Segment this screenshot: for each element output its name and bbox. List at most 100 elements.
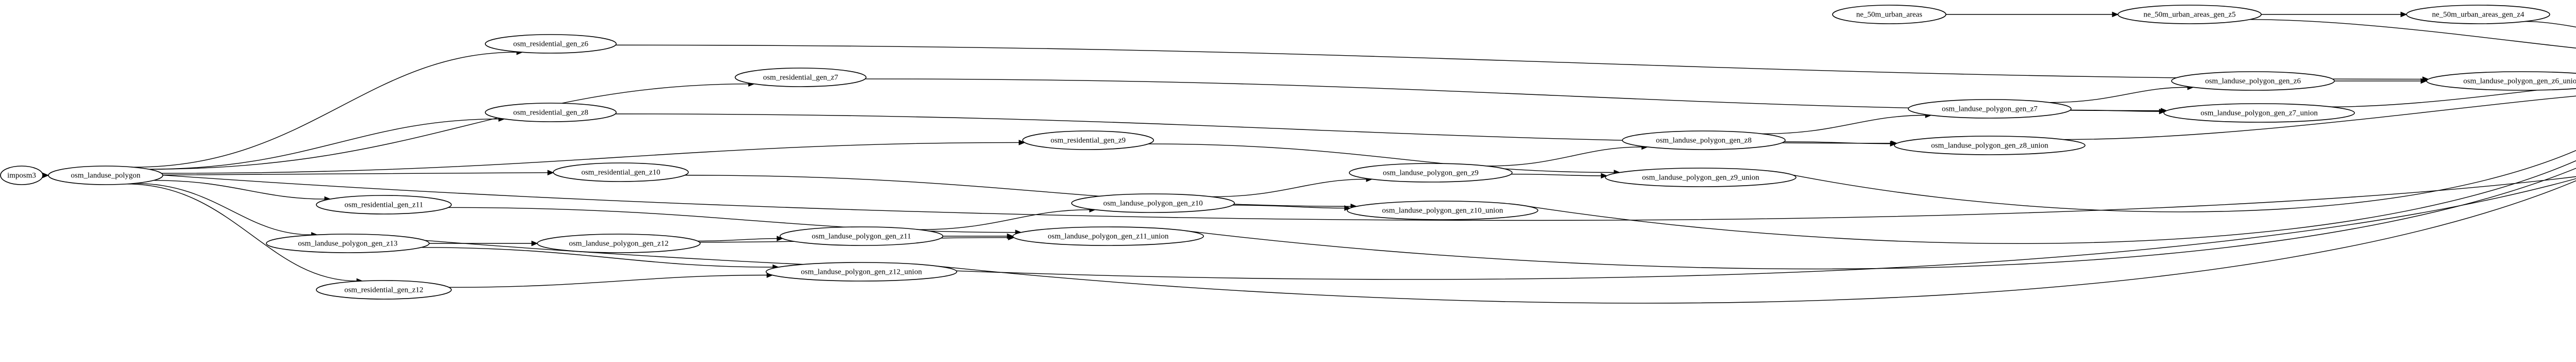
node-shape-osm_landuse_polygon_gen_z12_union[interactable] [766,262,957,282]
edge-osm_residential_gen_z11-to-osm_landuse_polygon_gen_z11_union [448,207,1016,233]
graph-node-osm_residential_gen_z12[interactable]: osm_residential_gen_z12 [316,280,452,300]
node-shape-ne_50m_urban_areas[interactable] [1832,5,1946,24]
node-shape-ne_50m_urban_areas_gen_z5[interactable] [2117,5,2262,24]
edge-osm_landuse_polygon_gen_z11-to-osm_landuse_polygon_gen_z10 [919,209,1090,231]
graph-node-osm_landuse_polygon_gen_z10[interactable]: osm_landuse_polygon_gen_z10 [1071,193,1235,213]
graph-node-osm_landuse_polygon_gen_z11[interactable]: osm_landuse_polygon_gen_z11 [779,226,943,246]
edge-osm_landuse_polygon_gen_z9-to-osm_landuse_polygon_gen_z9_union [1511,173,1601,176]
edge-osm_residential_gen_z9-to-osm_landuse_polygon_gen_z9_union [1148,143,1614,173]
graph-node-osm_landuse_polygon[interactable]: osm_landuse_polygon [48,166,163,185]
node-shape-osm_residential_gen_z6[interactable] [485,34,617,54]
edge-osm_landuse_polygon-to-osm_residential_gen_z9-arrowhead [1019,140,1026,145]
edge-osm_landuse_polygon_gen_z8_union-to-table-z8 [2063,95,2576,140]
graph-node-osm_landuse_polygon_gen_z8[interactable]: osm_landuse_polygon_gen_z8 [1622,130,1786,150]
graph-node-osm_landuse_polygon_gen_z11_union[interactable]: osm_landuse_polygon_gen_z11_union [1012,226,1204,246]
node-shape-osm_residential_gen_z12[interactable] [316,280,452,300]
node-shape-osm_landuse_polygon_gen_z11[interactable] [779,226,943,246]
node-shape-osm_landuse_polygon_gen_z6_union[interactable] [2426,71,2576,91]
edge-osm_landuse_polygon_gen_z7-to-osm_landuse_polygon_gen_z6 [2049,87,2188,103]
node-shape-osm_landuse_polygon_gen_z9_union[interactable] [1605,168,1797,187]
edge-ne_50m_urban_areas_gen_z4-to-table-z4 [2525,21,2576,28]
node-shape-imposm3[interactable] [0,166,43,185]
graph-node-osm_landuse_polygon_gen_z9_union[interactable]: osm_landuse_polygon_gen_z9_union [1605,168,1797,187]
node-shape-osm_residential_gen_z8[interactable] [485,103,617,122]
edge-osm_landuse_polygon_gen_z11-to-osm_landuse_polygon_gen_z11_union-arrowhead [1007,233,1014,239]
node-shape-osm_landuse_polygon_gen_z12[interactable] [537,234,701,253]
edge-osm_landuse_polygon-to-osm_residential_gen_z10-arrowhead [547,170,554,176]
graph-node-osm_landuse_polygon_gen_z7_union[interactable]: osm_landuse_polygon_gen_z7_union [2163,103,2355,123]
edge-osm_landuse_polygon-to-osm_residential_gen_z6 [133,52,517,168]
graph-node-ne_50m_urban_areas_gen_z5[interactable]: ne_50m_urban_areas_gen_z5 [2117,5,2262,24]
edges-layer [42,11,2576,304]
edge-osm_landuse_polygon_gen_z12-to-osm_landuse_polygon_gen_z11-arrowhead [776,236,784,241]
edge-osm_landuse_polygon-to-osm_residential_gen_z10 [162,172,548,176]
edge-osm_residential_gen_z10-to-osm_landuse_polygon_gen_z10_union [685,175,1351,207]
graph-node-osm_residential_gen_z7[interactable]: osm_residential_gen_z7 [735,68,867,87]
edge-osm_landuse_polygon_gen_z10-to-osm_landuse_polygon_gen_z10_union [1232,205,1345,209]
node-shape-osm_landuse_polygon_gen_z7_union[interactable] [2163,103,2355,123]
graph-node-osm_landuse_polygon_gen_z8_union[interactable]: osm_landuse_polygon_gen_z8_union [1894,136,2086,155]
edge-imposm3-to-osm_landuse_polygon-arrowhead [42,172,49,178]
edge-osm_landuse_polygon_gen_z9-to-osm_landuse_polygon_gen_z9_union-arrowhead [1601,173,1608,179]
node-shape-osm_landuse_polygon_gen_z10_union[interactable] [1347,201,1538,220]
graph-node-osm_landuse_polygon_gen_z7[interactable]: osm_landuse_polygon_gen_z7 [1908,99,2072,119]
node-shape-osm_landuse_polygon_gen_z13[interactable] [266,234,430,253]
graph-node-osm_residential_gen_z9[interactable]: osm_residential_gen_z9 [1022,130,1154,150]
edge-osm_landuse_polygon-to-osm_residential_gen_z8 [148,119,499,170]
edge-ne_50m_urban_areas_gen_z5-to-table-z5 [2249,19,2576,49]
node-shape-osm_landuse_polygon_gen_z6[interactable] [2171,71,2335,91]
edge-osm_landuse_polygon_gen_z9-to-osm_landuse_polygon_gen_z8 [1487,146,1642,167]
graph-node-osm_residential_gen_z8[interactable]: osm_residential_gen_z8 [485,103,617,122]
edge-osm_residential_gen_z7-to-osm_landuse_polygon_gen_z7_union-arrowhead [2161,108,2167,113]
edge-osm_landuse_polygon_gen_z8-to-osm_landuse_polygon_gen_z7 [1762,114,1926,135]
node-shape-osm_residential_gen_z10[interactable] [553,162,689,182]
graph-node-osm_landuse_polygon_gen_z12[interactable]: osm_landuse_polygon_gen_z12 [537,234,701,253]
node-shape-osm_residential_gen_z7[interactable] [735,68,867,87]
graph-node-osm_residential_gen_z6[interactable]: osm_residential_gen_z6 [485,34,617,54]
node-shape-osm_residential_gen_z9[interactable] [1022,130,1154,150]
node-shape-osm_landuse_polygon_gen_z8_union[interactable] [1894,136,2086,155]
edge-osm_landuse_polygon-to-osm_residential_gen_z11 [154,180,325,200]
graph-node-ne_50m_urban_areas_gen_z4[interactable]: ne_50m_urban_areas_gen_z4 [2406,5,2550,24]
edge-osm_landuse_polygon-to-osm_residential_gen_z7 [148,83,749,170]
graph-node-osm_landuse_polygon_gen_z6_union[interactable]: osm_landuse_polygon_gen_z6_union [2426,71,2576,91]
edge-osm_landuse_polygon_gen_z10-to-osm_landuse_polygon_gen_z9 [1211,178,1367,198]
edge-osm_landuse_polygon-to-osm_landuse_polygon_gen_z13 [134,183,312,236]
node-shape-ne_50m_urban_areas_gen_z4[interactable] [2406,5,2550,24]
edge-osm_landuse_polygon-to-osm_residential_gen_z12 [126,184,357,282]
edge-osm_residential_gen_z8-to-osm_landuse_polygon_gen_z8_union-arrowhead [1891,140,1898,146]
nodes-layer: imposm3 osm_landuse_polygon osm_residentia… [0,5,2576,300]
node-shape-osm_landuse_polygon[interactable] [48,166,163,185]
graph-node-osm_landuse_polygon_gen_z12_union[interactable]: osm_landuse_polygon_gen_z12_union [766,262,957,282]
graph-node-osm_residential_gen_z10[interactable]: osm_residential_gen_z10 [553,162,689,182]
graph-node-ne_50m_urban_areas[interactable]: ne_50m_urban_areas [1832,5,1946,24]
edge-osm_residential_gen_z6-to-osm_landuse_polygon_gen_z6_union [615,44,2423,80]
node-shape-osm_landuse_polygon_gen_z10[interactable] [1071,193,1235,213]
graph-node-osm_landuse_polygon_gen_z6[interactable]: osm_landuse_polygon_gen_z6 [2171,71,2335,91]
graph-node-osm_landuse_polygon_gen_z13[interactable]: osm_landuse_polygon_gen_z13 [266,234,430,253]
graph-node-osm_residential_gen_z11[interactable]: osm_residential_gen_z11 [316,195,452,215]
edge-ne_50m_urban_areas_gen_z5-to-ne_50m_urban_areas_gen_z4-arrowhead [2400,11,2408,18]
edge-osm_landuse_polygon-to-osm_residential_gen_z9 [161,142,1019,174]
edge-osm_landuse_polygon-to-table-z14plus [162,174,2576,221]
edge-ne_50m_urban_areas-to-ne_50m_urban_areas_gen_z5-arrowhead [2112,11,2119,18]
edge-osm_landuse_polygon_gen_z13-to-osm_landuse_polygon_gen_z12-arrowhead [531,240,538,246]
node-shape-osm_landuse_polygon_gen_z7[interactable] [1908,99,2072,119]
edge-osm_landuse_polygon_gen_z12_union-to-table-z12 [938,180,2576,304]
edge-osm_landuse_polygon_gen_z10_union-to-table-z10 [1517,160,2576,244]
graph-node-osm_landuse_polygon_gen_z10_union[interactable]: osm_landuse_polygon_gen_z10_union [1347,201,1538,220]
node-shape-osm_landuse_polygon_gen_z8[interactable] [1622,130,1786,150]
edge-osm_landuse_polygon_gen_z11_union-to-table-z11 [1185,168,2576,270]
edge-osm_landuse_polygon_gen_z13-to-osm_landuse_polygon_gen_z12_union [421,247,773,268]
edge-osm_residential_gen_z12-to-osm_landuse_polygon_gen_z12_union [449,274,767,288]
node-shape-osm_residential_gen_z11[interactable] [316,195,452,215]
edge-osm_landuse_polygon_gen_z12-to-osm_landuse_polygon_gen_z11 [697,238,777,242]
edge-osm_landuse_polygon_gen_z7_union-to-table-z7 [2331,85,2576,107]
graph-node-osm_landuse_polygon_gen_z9[interactable]: osm_landuse_polygon_gen_z9 [1349,163,1513,183]
edge-osm_residential_gen_z6-to-osm_landuse_polygon_gen_z6_union-arrowhead [2422,76,2429,82]
graph-node-imposm3[interactable]: imposm3 [0,166,43,185]
node-shape-osm_landuse_polygon_gen_z11_union[interactable] [1012,226,1204,246]
node-shape-osm_landuse_polygon_gen_z9[interactable] [1349,163,1513,183]
